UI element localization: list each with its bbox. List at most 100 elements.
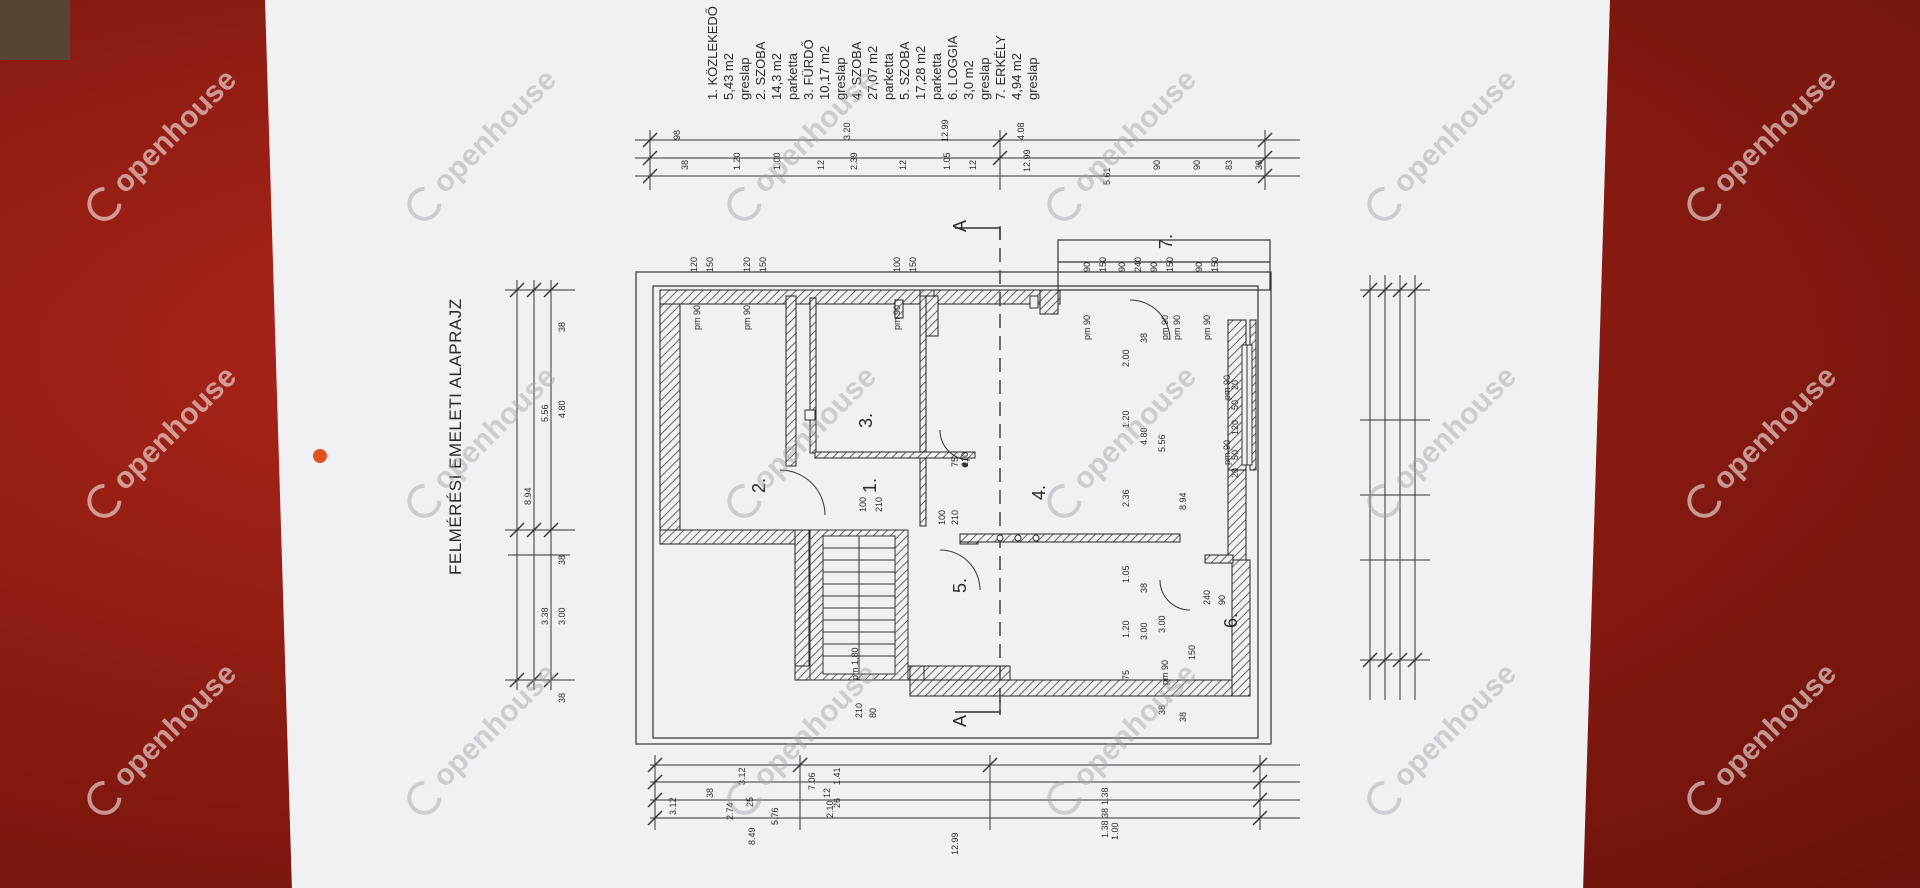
dim-label: 38 (1139, 333, 1149, 343)
opening-label: pm 90 (742, 305, 752, 330)
opening-label: 20 (1230, 380, 1240, 390)
opening-label: 210 (960, 452, 970, 467)
opening-label: 120 (742, 257, 752, 272)
dim-label: 8.49 (747, 827, 757, 845)
dim-label: 1.20 (1121, 620, 1131, 638)
legend-line: greslap (833, 57, 848, 100)
opening-label: 120 (689, 257, 699, 272)
dim-label: 2.10 (825, 800, 835, 818)
dim-label: 5.56 (540, 404, 550, 422)
paper-sheet (265, 0, 1610, 888)
bottom-dimensions: 8.94 5.56 4.80 38 2.00 1.20 2.36 1.05 1.… (1121, 333, 1188, 722)
fixtures (804, 409, 1040, 542)
legend-line: greslap (1025, 57, 1040, 100)
opening-label: 100 (858, 497, 868, 512)
top-dimensions: 8.94 5.56 4.80 38 38 3.38 3.00 38 (523, 322, 567, 703)
dim-label: 3.38 (540, 607, 550, 625)
dim-label: 3.00 (1157, 615, 1167, 633)
interior-walls (785, 295, 1257, 564)
dim-label: 2.36 (1121, 489, 1131, 507)
windows (1029, 295, 1253, 466)
opening-label: pm 90 (1082, 315, 1092, 340)
section-mark: A (950, 220, 970, 232)
opening-label: pm 1,80 (850, 647, 860, 680)
opening-label: 150 (1165, 257, 1175, 272)
dim-label: 12.99 (950, 832, 960, 855)
legend-line: 4,94 m2 (1009, 53, 1024, 100)
opening-label: 75 (950, 457, 960, 467)
opening-label: 120 (1230, 420, 1240, 435)
dim-label: 38 (557, 322, 567, 332)
dim-label: 38 (705, 788, 715, 798)
opening-label: pm 90 (692, 305, 702, 330)
room-number: 7. (1156, 234, 1176, 249)
legend-line: parketta (929, 52, 944, 100)
room-number: 2. (749, 478, 769, 493)
legend-line: greslap (977, 57, 992, 100)
dim-label: 12.99 (1022, 149, 1032, 172)
dim-label: 4.08 (1016, 122, 1026, 140)
opening-label: 90 (1149, 262, 1159, 272)
section-mark: A (950, 715, 970, 727)
dim-label: 38 (680, 160, 690, 170)
opening-label: 90 (1082, 262, 1092, 272)
dim-label: 3.00 (1139, 622, 1149, 640)
stair-treads (823, 547, 895, 657)
dim-label: 1.05 (1121, 565, 1131, 583)
legend-line: 17,28 m2 (913, 46, 928, 100)
opening-label: 210 (950, 510, 960, 525)
opening-label: pm 90 (1202, 315, 1212, 340)
dim-label: 38 (1178, 712, 1188, 722)
right-dimensions: 12.99 4.08 3.20 1.20 1.00 2.39 12 12 12 … (672, 119, 1264, 185)
dim-label: 26 (832, 798, 842, 808)
dim-label: 5.56 (1157, 434, 1167, 452)
room-number: 3. (856, 413, 876, 428)
opening-label: 150 (908, 257, 918, 272)
legend-line: 27,07 m2 (865, 46, 880, 100)
section-markers (955, 227, 1001, 713)
opening-label: 210 (854, 703, 864, 718)
legend-line: 5. SZOBA (897, 41, 912, 100)
dim-label: 5.76 (770, 807, 780, 825)
opening-label: 90 (1217, 595, 1227, 605)
dim-label: 2.39 (849, 152, 859, 170)
legend-line: 1. KÖZLEKEDŐ (705, 6, 720, 100)
legend-line: 10,17 m2 (817, 46, 832, 100)
dim-label: 8.94 (523, 487, 533, 505)
dim-label: 38 (1254, 160, 1264, 170)
legend-line: 6. LOGGIA (945, 35, 960, 100)
dim-label: 3.20 (842, 122, 852, 140)
opening-label: pm 90 (1160, 315, 1170, 340)
dim-label: 2.00 (1121, 349, 1131, 367)
legend-line: 4. SZOBA (849, 41, 864, 100)
dim-label: 2.74 (725, 802, 735, 820)
dim-label: 38 (1100, 808, 1110, 818)
dim-label: 75 (1121, 670, 1131, 680)
dim-label: 38 (1157, 705, 1167, 715)
legend-line: 3. FÜRDŐ (801, 39, 816, 100)
plan-title: FELMÉRÉSI EMELETI ALAPRAJZ (446, 298, 465, 575)
opening-label: 90 (1117, 262, 1127, 272)
opening-label: pm 90 (1222, 440, 1232, 465)
dim-label: 1.38 (1100, 787, 1110, 805)
opening-label: pm 90 (892, 305, 902, 330)
legend-line: 3,0 m2 (961, 60, 976, 100)
opening-label: 150 (1098, 257, 1108, 272)
dim-label: 4.80 (1139, 427, 1149, 445)
dim-label: 12.99 (940, 119, 950, 142)
dim-label: 12 (898, 160, 908, 170)
opening-label: 50 (1230, 450, 1240, 460)
dim-label: 12 (822, 788, 832, 798)
opening-label: 240 (1133, 257, 1143, 272)
dim-label: 98 (672, 130, 682, 140)
opening-labels: 120 150 120 150 100 150 90 150 90 240 90… (689, 257, 1240, 718)
dim-label: 1.41 (832, 767, 842, 785)
legend-line: greslap (737, 57, 752, 100)
dimension-ticks (509, 132, 1423, 826)
balcony-outline (1057, 239, 1271, 291)
dim-label: 1.00 (1110, 822, 1120, 840)
legend-line: 2. SZOBA (753, 41, 768, 100)
dim-label: 4.80 (557, 400, 567, 418)
opening-label: 20 (1230, 468, 1240, 478)
